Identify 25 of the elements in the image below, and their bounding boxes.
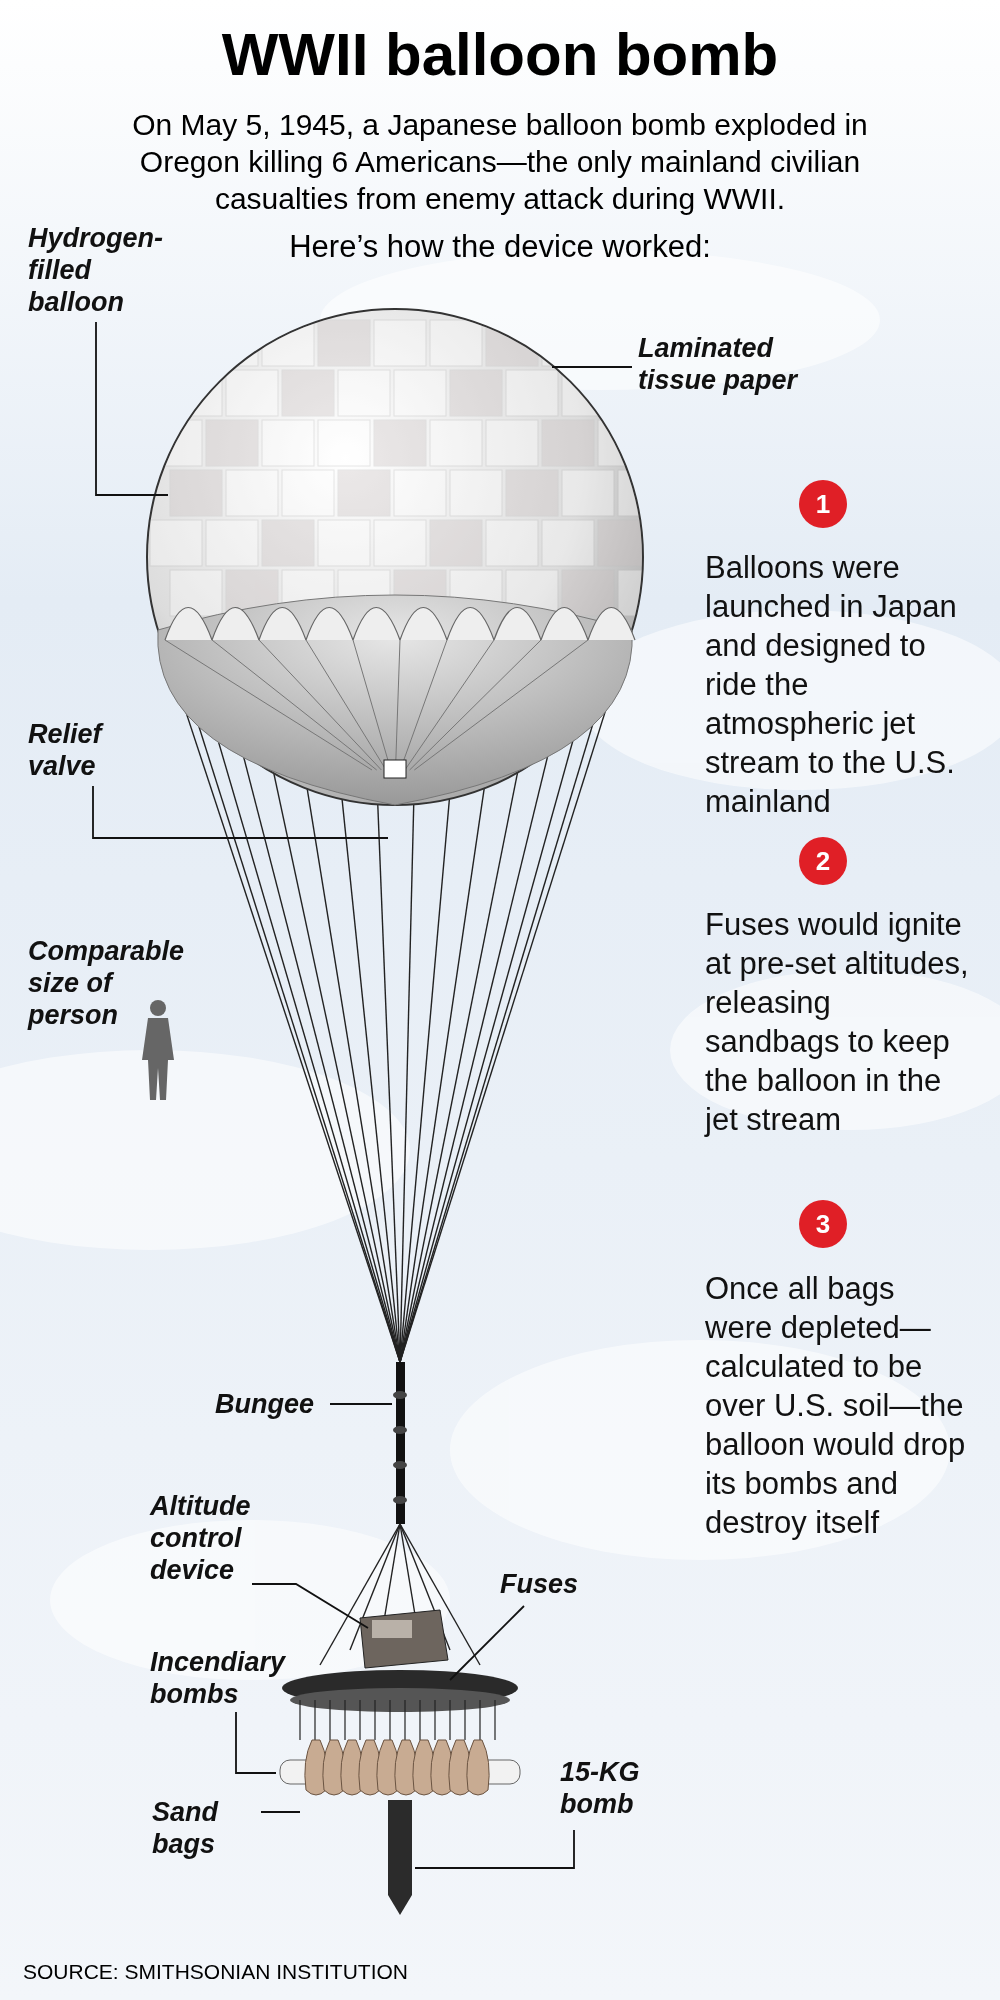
part-label: Altitude control device xyxy=(150,1490,290,1586)
part-label: Fuses xyxy=(500,1568,590,1600)
part-label: Incendiary bombs xyxy=(150,1646,300,1710)
part-label: Relief valve xyxy=(28,718,138,782)
leader-line xyxy=(251,1583,369,1629)
part-label: Sand bags xyxy=(152,1796,252,1860)
leader-line xyxy=(235,1711,277,1774)
step-description: Balloons were launched in Japan and designed to ride the atmospheric jet stream to the U.S. mainland xyxy=(705,549,958,821)
part-label: Hydrogen-filled balloon xyxy=(28,222,168,318)
title: WWII balloon bomb xyxy=(220,20,780,89)
intro-paragraph: On May 5, 1945, a Japanese balloon bomb exploded in Oregon killing 6 Americans—the only mainland civilian casualties from enemy attack during WWII. xyxy=(131,107,869,217)
part-label: 15-KG bomb xyxy=(560,1756,660,1820)
leader-line xyxy=(329,1403,393,1405)
person-caption: Comparable size of person xyxy=(28,935,186,1031)
part-label: Bungee xyxy=(215,1388,325,1420)
source-note: SOURCE: SMITHSONIAN INSTITUTION xyxy=(23,1960,409,1984)
leader-line xyxy=(95,321,169,496)
leader-line xyxy=(551,366,633,368)
step-description: Fuses would ignite at pre-set altitudes, releasing sandbags to keep the balloon in the jet stream xyxy=(705,906,970,1139)
step-description: Once all bags were depleted—calculated to be over U.S. soil—the balloon would drop its bombs and destroy itself xyxy=(705,1270,967,1542)
leader-line xyxy=(414,1829,575,1869)
leader-line xyxy=(260,1811,301,1813)
leader-line xyxy=(449,1605,525,1681)
part-label: Laminated tissue paper xyxy=(638,332,828,396)
leader-line xyxy=(92,785,389,839)
